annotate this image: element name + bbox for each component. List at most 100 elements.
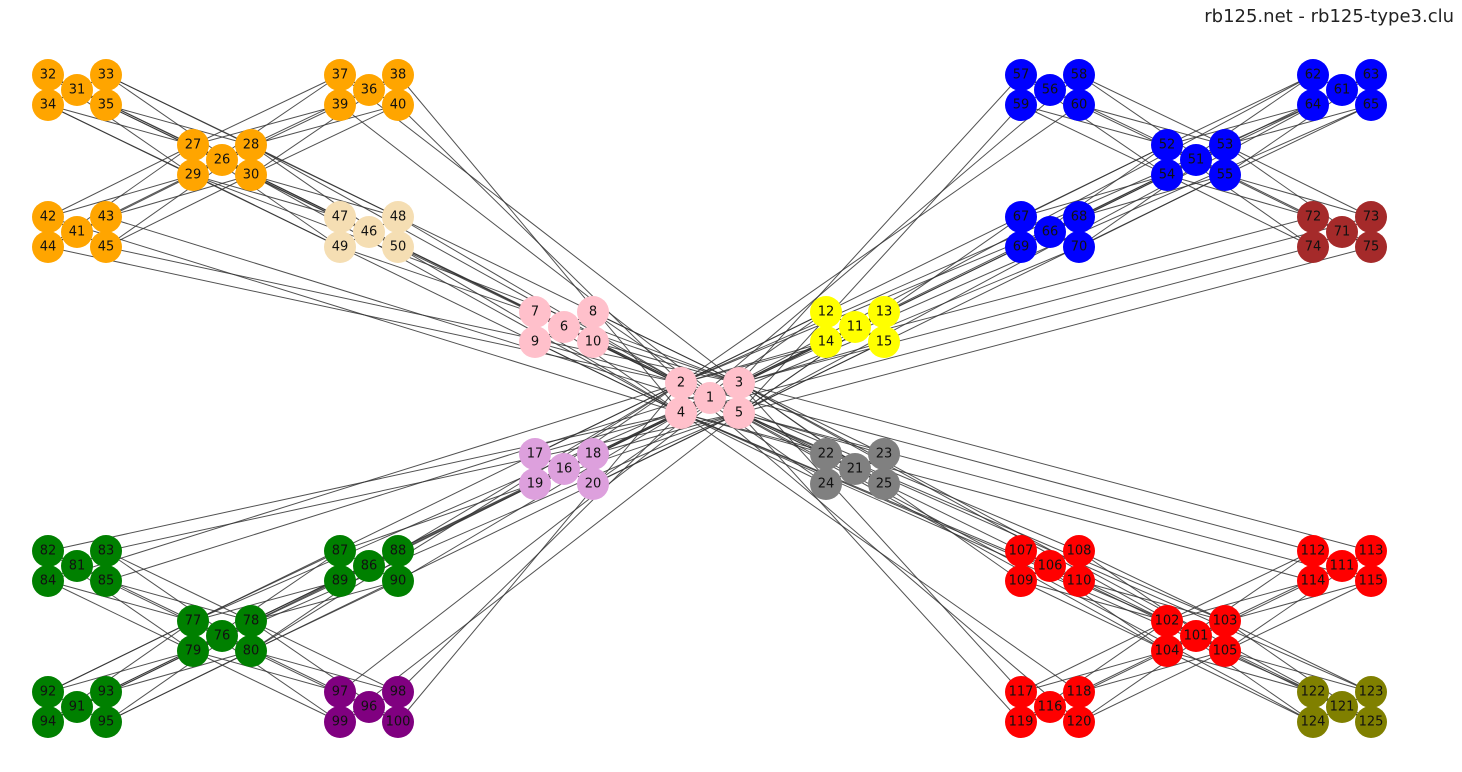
- node-label-35: 35: [98, 98, 115, 113]
- node-82: 82: [32, 535, 64, 567]
- node-circle-75: [1355, 231, 1387, 263]
- node-label-89: 89: [332, 574, 349, 589]
- node-8: 8: [577, 296, 609, 328]
- node-circle-122: [1297, 676, 1329, 708]
- node-circle-88: [382, 535, 414, 567]
- node-label-94: 94: [40, 715, 57, 730]
- node-5: 5: [723, 397, 755, 429]
- node-112: 112: [1297, 535, 1329, 567]
- node-56: 56: [1034, 74, 1066, 106]
- edge-89-77: [192, 580, 341, 622]
- node-label-52: 52: [1159, 138, 1176, 153]
- node-label-125: 125: [1359, 715, 1384, 730]
- node-circle-67: [1005, 201, 1037, 233]
- node-9: 9: [519, 326, 551, 358]
- node-circle-17: [519, 438, 551, 470]
- node-circle-98: [382, 676, 414, 708]
- node-label-97: 97: [332, 685, 349, 700]
- edge-80-2: [250, 382, 682, 652]
- node-61: 61: [1326, 74, 1358, 106]
- node-116: 116: [1034, 691, 1066, 723]
- node-42: 42: [32, 201, 64, 233]
- node-circle-64: [1297, 89, 1329, 121]
- node-circle-11: [839, 311, 871, 343]
- edge-59-54: [1020, 104, 1168, 176]
- edge-10-3: [592, 341, 740, 384]
- node-label-98: 98: [390, 685, 407, 700]
- node-19: 19: [519, 468, 551, 500]
- node-35: 35: [90, 89, 122, 121]
- edge-109-102: [1020, 580, 1168, 622]
- node-83: 83: [90, 535, 122, 567]
- node-89: 89: [324, 565, 356, 597]
- node-circle-61: [1326, 74, 1358, 106]
- edge-84-77: [47, 580, 194, 622]
- node-109: 109: [1005, 565, 1037, 597]
- node-label-123: 123: [1359, 685, 1384, 700]
- node-circle-125: [1355, 706, 1387, 738]
- node-label-32: 32: [40, 68, 57, 83]
- node-label-102: 102: [1155, 614, 1180, 629]
- node-13: 13: [868, 296, 900, 328]
- node-circle-50: [382, 231, 414, 263]
- node-label-20: 20: [585, 477, 602, 492]
- node-label-64: 64: [1305, 98, 1322, 113]
- node-label-80: 80: [243, 644, 260, 659]
- node-circle-89: [324, 565, 356, 597]
- node-circle-100: [382, 706, 414, 738]
- edge-39-27: [192, 104, 341, 146]
- edge-73-53: [1224, 144, 1372, 218]
- node-21: 21: [839, 453, 871, 485]
- node-58: 58: [1063, 59, 1095, 91]
- edge-37-27: [192, 74, 341, 146]
- node-label-79: 79: [185, 644, 202, 659]
- edge-97-3: [339, 382, 740, 693]
- node-circle-22: [810, 438, 842, 470]
- node-32: 32: [32, 59, 64, 91]
- node-circle-102: [1151, 605, 1183, 637]
- node-74: 74: [1297, 231, 1329, 263]
- edge-59-52: [1020, 104, 1168, 146]
- node-label-27: 27: [185, 138, 202, 153]
- node-circle-120: [1063, 706, 1095, 738]
- node-4: 4: [665, 397, 697, 429]
- node-label-85: 85: [98, 574, 115, 589]
- node-label-17: 17: [527, 447, 544, 462]
- node-label-49: 49: [332, 240, 349, 255]
- node-circle-13: [868, 296, 900, 328]
- node-circle-112: [1297, 535, 1329, 567]
- node-63: 63: [1355, 59, 1387, 91]
- node-label-29: 29: [185, 168, 202, 183]
- node-66: 66: [1034, 216, 1066, 248]
- node-circle-36: [353, 74, 385, 106]
- edge-40-28: [250, 104, 399, 146]
- edge-90-78: [250, 580, 399, 622]
- node-29: 29: [177, 159, 209, 191]
- node-label-4: 4: [677, 406, 685, 421]
- node-circle-19: [519, 468, 551, 500]
- node-label-106: 106: [1038, 559, 1063, 574]
- edge-75-5: [738, 246, 1372, 414]
- edge-85-3: [105, 382, 740, 582]
- node-circle-109: [1005, 565, 1037, 597]
- node-73: 73: [1355, 201, 1387, 233]
- node-100: 100: [382, 706, 414, 738]
- node-circle-38: [382, 59, 414, 91]
- node-label-91: 91: [69, 700, 86, 715]
- edge-30-4: [250, 174, 682, 414]
- edge-84-79: [47, 580, 194, 652]
- node-label-48: 48: [390, 210, 407, 225]
- node-102: 102: [1151, 605, 1183, 637]
- edge-60-53: [1078, 104, 1226, 146]
- node-circle-111: [1326, 550, 1358, 582]
- node-36: 36: [353, 74, 385, 106]
- node-circle-85: [90, 565, 122, 597]
- node-circle-14: [810, 326, 842, 358]
- node-label-23: 23: [876, 447, 893, 462]
- edge-35-28: [105, 104, 252, 146]
- edge-110-103: [1078, 580, 1226, 622]
- node-118: 118: [1063, 676, 1095, 708]
- node-circle-55: [1209, 159, 1241, 191]
- node-96: 96: [353, 691, 385, 723]
- node-circle-44: [32, 231, 64, 263]
